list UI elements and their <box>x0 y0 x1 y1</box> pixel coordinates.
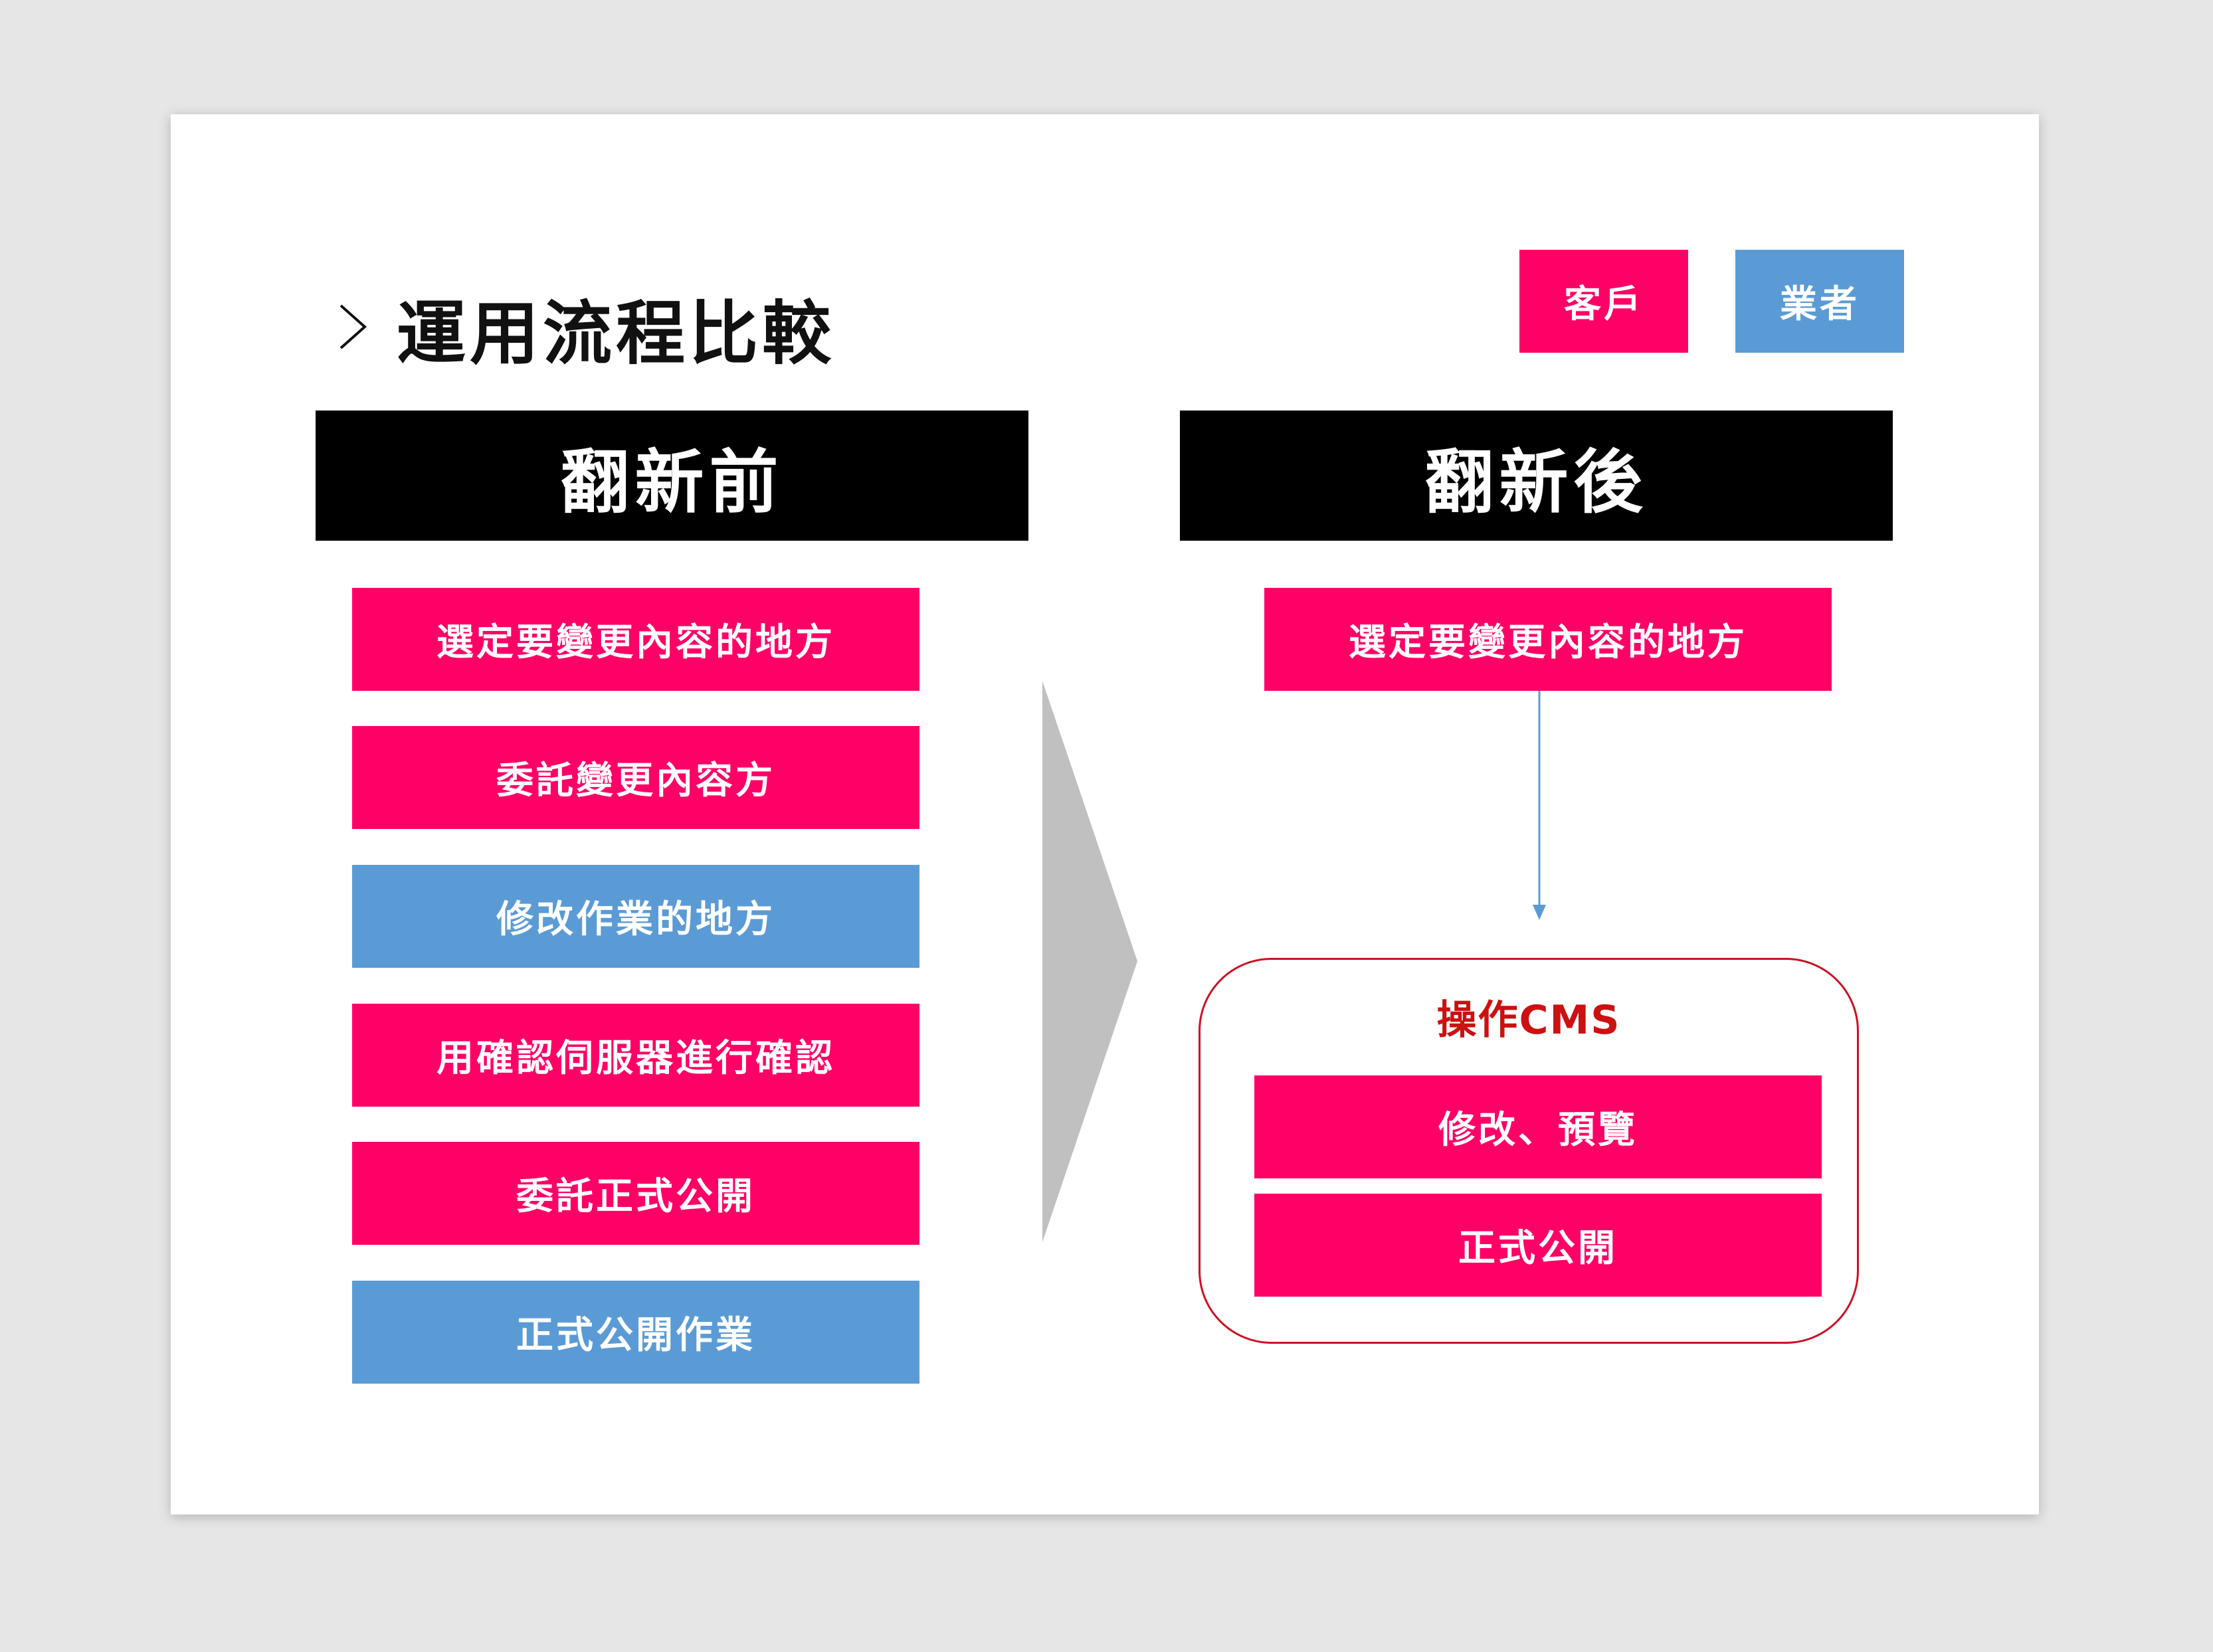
before-step-3: 修改作業的地方 <box>352 865 919 968</box>
cms-step-1: 修改、預覽 <box>1254 1075 1822 1178</box>
arrow-down-icon <box>1533 691 1546 920</box>
before-header: 翻新前 <box>316 411 1028 541</box>
slide: 運用流程比較 客戶 業者 翻新前 翻新後 選定要變更內容的地方 委託變更內容方 … <box>171 114 2039 1514</box>
before-step-6: 正式公開作業 <box>352 1281 919 1384</box>
before-step-2: 委託變更內容方 <box>352 726 919 829</box>
legend-vendor: 業者 <box>1735 250 1904 353</box>
cms-title: 操作CMS <box>1436 997 1621 1044</box>
after-step-1: 選定要變更內容的地方 <box>1264 588 1832 691</box>
page-title: 運用流程比較 <box>397 292 836 374</box>
cms-step-2: 正式公開 <box>1254 1194 1822 1297</box>
after-header: 翻新後 <box>1180 411 1893 541</box>
cms-group <box>1199 958 1859 1344</box>
transition-arrow <box>1042 681 1137 1242</box>
before-step-5: 委託正式公開 <box>352 1142 919 1245</box>
before-step-1: 選定要變更內容的地方 <box>352 588 919 691</box>
legend-client: 客戶 <box>1519 250 1688 353</box>
chevron-right-icon <box>339 304 367 349</box>
before-step-4: 用確認伺服器進行確認 <box>352 1004 919 1107</box>
title-group: 運用流程比較 <box>332 280 835 374</box>
